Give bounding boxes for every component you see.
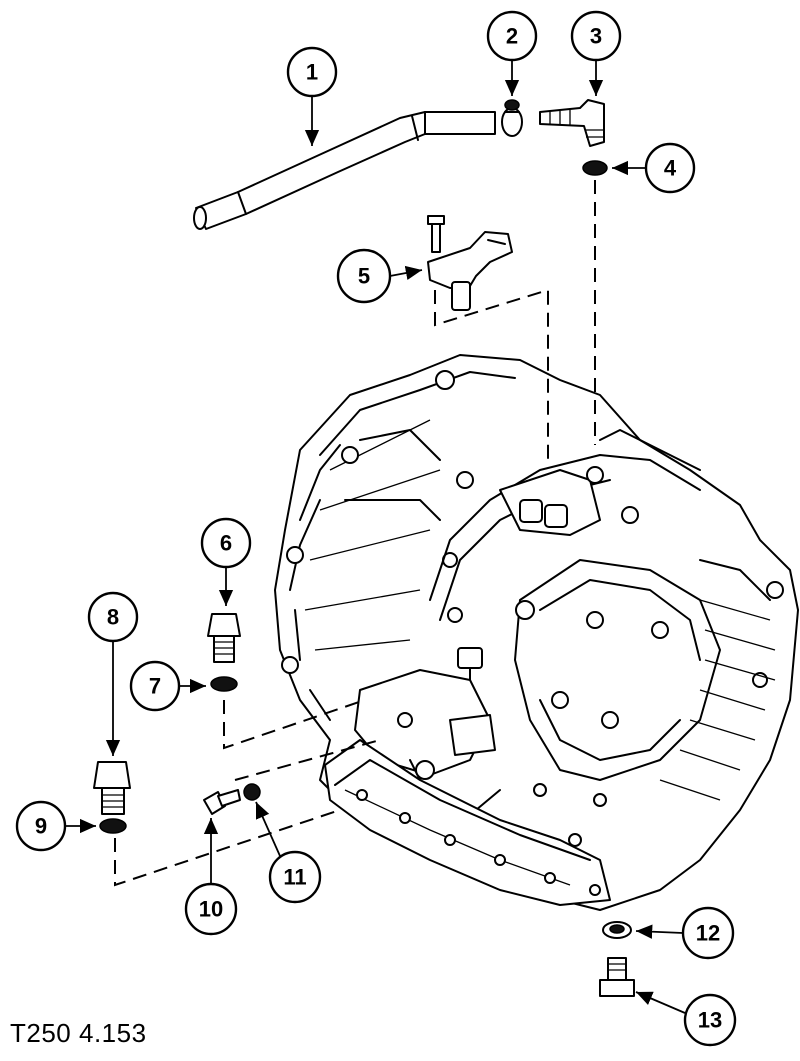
svg-text:4: 4 — [664, 156, 677, 181]
callout-6: 6 — [200, 517, 252, 569]
svg-text:6: 6 — [220, 531, 232, 556]
svg-text:11: 11 — [283, 865, 306, 890]
callout-1: 1 — [286, 46, 338, 98]
svg-text:2: 2 — [506, 24, 518, 49]
callout-10: 10 — [184, 882, 238, 936]
washer-11 — [243, 783, 261, 801]
callout-12: 12 — [681, 906, 735, 960]
washer-7 — [210, 676, 238, 692]
fitting-8 — [93, 761, 131, 815]
callout-9: 9 — [15, 800, 67, 852]
callout-3: 3 — [570, 10, 622, 62]
svg-text:13: 13 — [698, 1008, 722, 1033]
callout-8: 8 — [87, 591, 139, 643]
svg-text:9: 9 — [35, 814, 47, 839]
svg-text:3: 3 — [590, 24, 602, 49]
transaxle-case — [274, 354, 799, 911]
elbow-fitting — [539, 99, 605, 147]
washer-12 — [602, 921, 632, 939]
figure-code: T250 4.153 — [10, 1018, 147, 1048]
svg-text:7: 7 — [149, 674, 161, 699]
callout-4: 4 — [644, 142, 696, 194]
breather-hose — [193, 111, 496, 230]
leader-lines — [66, 60, 686, 1014]
svg-text:12: 12 — [696, 921, 720, 946]
callout-7: 7 — [129, 660, 181, 712]
svg-text:8: 8 — [107, 605, 119, 630]
callout-13: 13 — [683, 993, 737, 1047]
washer-9 — [99, 818, 127, 834]
sealing-washer — [582, 160, 608, 176]
callout-5: 5 — [336, 248, 392, 304]
drain-plug-13 — [599, 957, 635, 997]
assembly-guide-lines — [114, 180, 596, 887]
hose-clamp — [501, 99, 523, 137]
svg-text:1: 1 — [306, 60, 318, 85]
speed-sensor — [427, 215, 513, 311]
svg-text:10: 10 — [199, 897, 223, 922]
bolt-10 — [203, 789, 241, 815]
svg-text:5: 5 — [358, 264, 370, 289]
callout-2: 2 — [486, 10, 538, 62]
callout-11: 11 — [268, 850, 322, 904]
fitting-6 — [207, 613, 241, 663]
